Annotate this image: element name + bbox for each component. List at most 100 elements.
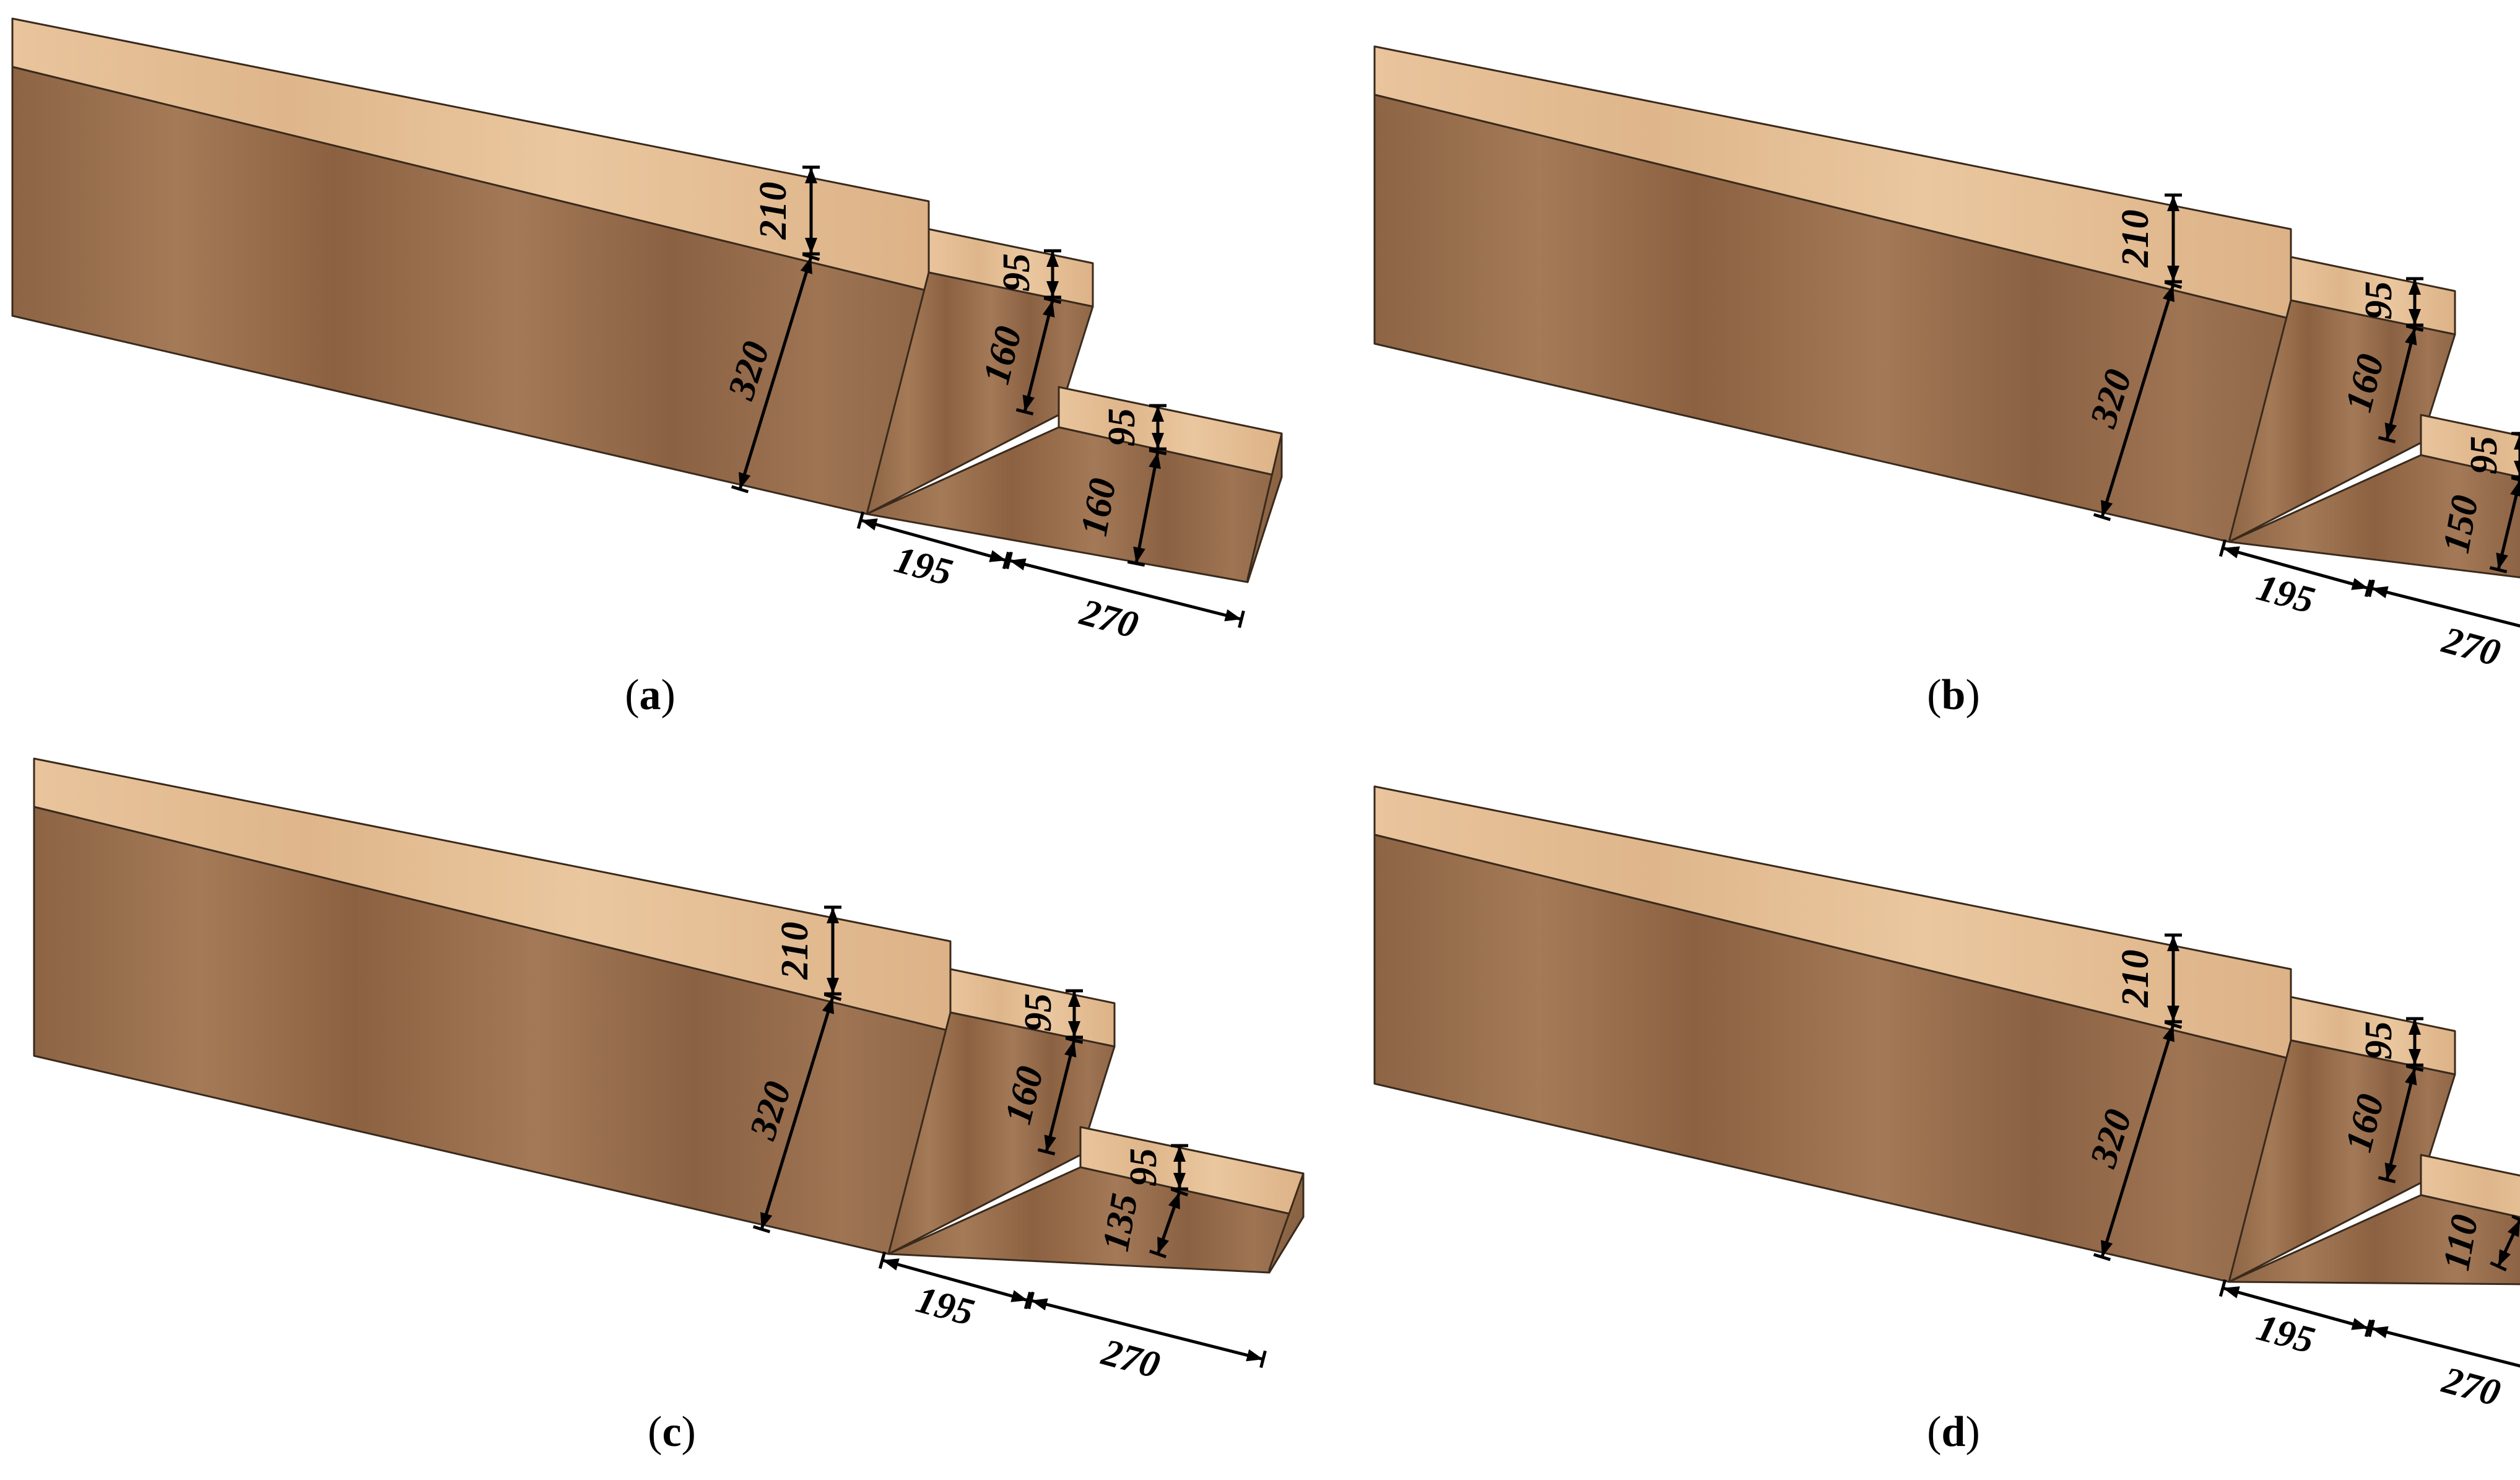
dim-length-1-cap [878, 1251, 887, 1269]
arrow-head [2496, 552, 2508, 570]
dim-step1-depth-cap [2405, 1064, 2424, 1072]
arrow-head [2371, 1326, 2389, 1339]
caption-open: ( [1927, 671, 1941, 719]
dim-step2-depth-cap [1127, 560, 1145, 567]
dim-step1-depth-cap [2378, 1176, 2396, 1183]
dim-step1-depth-cap [1015, 408, 1034, 416]
dim-main-depth: 320 [720, 253, 820, 494]
arrow-head [2404, 328, 2417, 346]
dim-step1-depth-line [2385, 1068, 2417, 1180]
dim-step1-depth-cap [2378, 436, 2396, 443]
dim-step1-top-label: 95 [1017, 993, 1059, 1032]
dim-step2-depth-cap [2511, 1214, 2520, 1222]
arrow-head [1031, 1298, 1048, 1311]
arrow-head [1022, 394, 1035, 412]
arrow-head [2162, 1025, 2175, 1042]
arrow-head [1042, 300, 1055, 318]
dim-length-1-label: 195 [2253, 1307, 2319, 1362]
dim-main-depth-line [2100, 1024, 2175, 1258]
arrow-head [2101, 500, 2113, 517]
arrow-head [2384, 422, 2397, 440]
dim-length-1-cap [1023, 1291, 1032, 1310]
step2-top-face [2420, 414, 2520, 479]
dim-step1-depth-cap [2405, 324, 2424, 332]
caption-open: ( [625, 671, 639, 719]
dim-step2-depth-label: 150 [2435, 492, 2487, 556]
arrow-head [2167, 1006, 2179, 1022]
dim-length-1-line [2222, 1286, 2369, 1330]
arrow-head [1152, 406, 1164, 422]
dim-length-2-cap [1006, 551, 1013, 570]
arrow-head [2498, 1249, 2511, 1266]
dim-length-1-cap [1002, 551, 1010, 570]
dim-length-1-line [860, 518, 1007, 562]
arrow-head [805, 238, 817, 254]
dim-top-thickness-label: 210 [2114, 950, 2157, 1008]
arrow-head [2101, 1240, 2113, 1257]
caption-close: ) [682, 1408, 696, 1456]
dim-step2-depth-label: 135 [1095, 1190, 1146, 1254]
caption-letter: a [640, 671, 661, 719]
dim-step2-top: 95 [1101, 404, 1167, 451]
caption-close: ) [661, 671, 676, 719]
arrow-head [1224, 609, 1241, 622]
dim-step1-depth-cap [1065, 1037, 1084, 1044]
arrow-head [1068, 991, 1080, 1007]
dim-length-1-cap [856, 511, 865, 529]
dim-main-depth-cap [2164, 1021, 2183, 1029]
arrow-head [2167, 266, 2179, 282]
caption-letter: b [1942, 671, 1966, 719]
dim-step1-top-label: 95 [2358, 281, 2400, 320]
arrow-head [1046, 251, 1059, 267]
arrow-head [1246, 1349, 1263, 1362]
arrow-head [1133, 546, 1145, 564]
arrow-head [2162, 285, 2175, 302]
step2-side-face [2228, 1194, 2520, 1286]
arrow-head [760, 1212, 773, 1229]
dim-step2-top-label: 95 [2463, 436, 2505, 474]
arrow-head [2371, 586, 2389, 599]
caption-letter: d [1942, 1408, 1966, 1456]
dim-main-depth-line [738, 256, 813, 490]
arrow-head [1157, 1237, 1170, 1254]
dim-length-2-cap [1259, 1350, 1267, 1369]
step2-end-face [1246, 432, 1283, 583]
dim-step2-top-label: 95 [1123, 1148, 1165, 1186]
arrow-head [861, 518, 878, 531]
dim-length-2-label: 270 [1097, 1331, 1164, 1386]
arrow-head [1173, 1173, 1186, 1189]
dim-top-thickness-label: 210 [774, 922, 816, 980]
dim-length-1-line [882, 1258, 1028, 1302]
dim-main-depth-cap [2164, 281, 2183, 289]
arrow-head [2223, 546, 2240, 559]
panel-caption: (c) [648, 1408, 696, 1456]
arrow-head [739, 472, 751, 489]
panel-caption: (d) [1927, 1408, 1980, 1456]
arrow-head [822, 997, 834, 1014]
arrow-head [2404, 1068, 2417, 1086]
arrow-head [827, 907, 839, 923]
arrow-head [2351, 578, 2368, 590]
arrow-head [800, 257, 812, 274]
dim-length-1-label: 195 [912, 1279, 978, 1334]
dim-step2-depth: 150 [2435, 476, 2520, 573]
dim-step2-depth-cap [2489, 566, 2508, 573]
panel-caption: (b) [1927, 671, 1980, 719]
arrow-head [2507, 1220, 2520, 1237]
dim-top-thickness: 210 [2114, 933, 2182, 1024]
dim-step1-top: 95 [2358, 1017, 2423, 1067]
arrow-head [827, 978, 839, 994]
dim-length-2-line [1030, 1299, 1264, 1361]
arrow-head [1009, 558, 1027, 571]
dim-step2-depth: 160 [1073, 448, 1167, 567]
dim-length-2-line [1009, 559, 1242, 621]
dim-length-2: 270 [2368, 579, 2520, 674]
arrow-head [1168, 1192, 1180, 1209]
arrow-head [805, 167, 817, 183]
dim-length-2-label: 270 [2438, 619, 2505, 674]
dim-main-depth-line [760, 996, 835, 1230]
step2-top-face [2420, 1154, 2520, 1219]
dim-length-1-cap [2218, 1279, 2227, 1297]
dim-length-2-cap [1238, 610, 1245, 629]
